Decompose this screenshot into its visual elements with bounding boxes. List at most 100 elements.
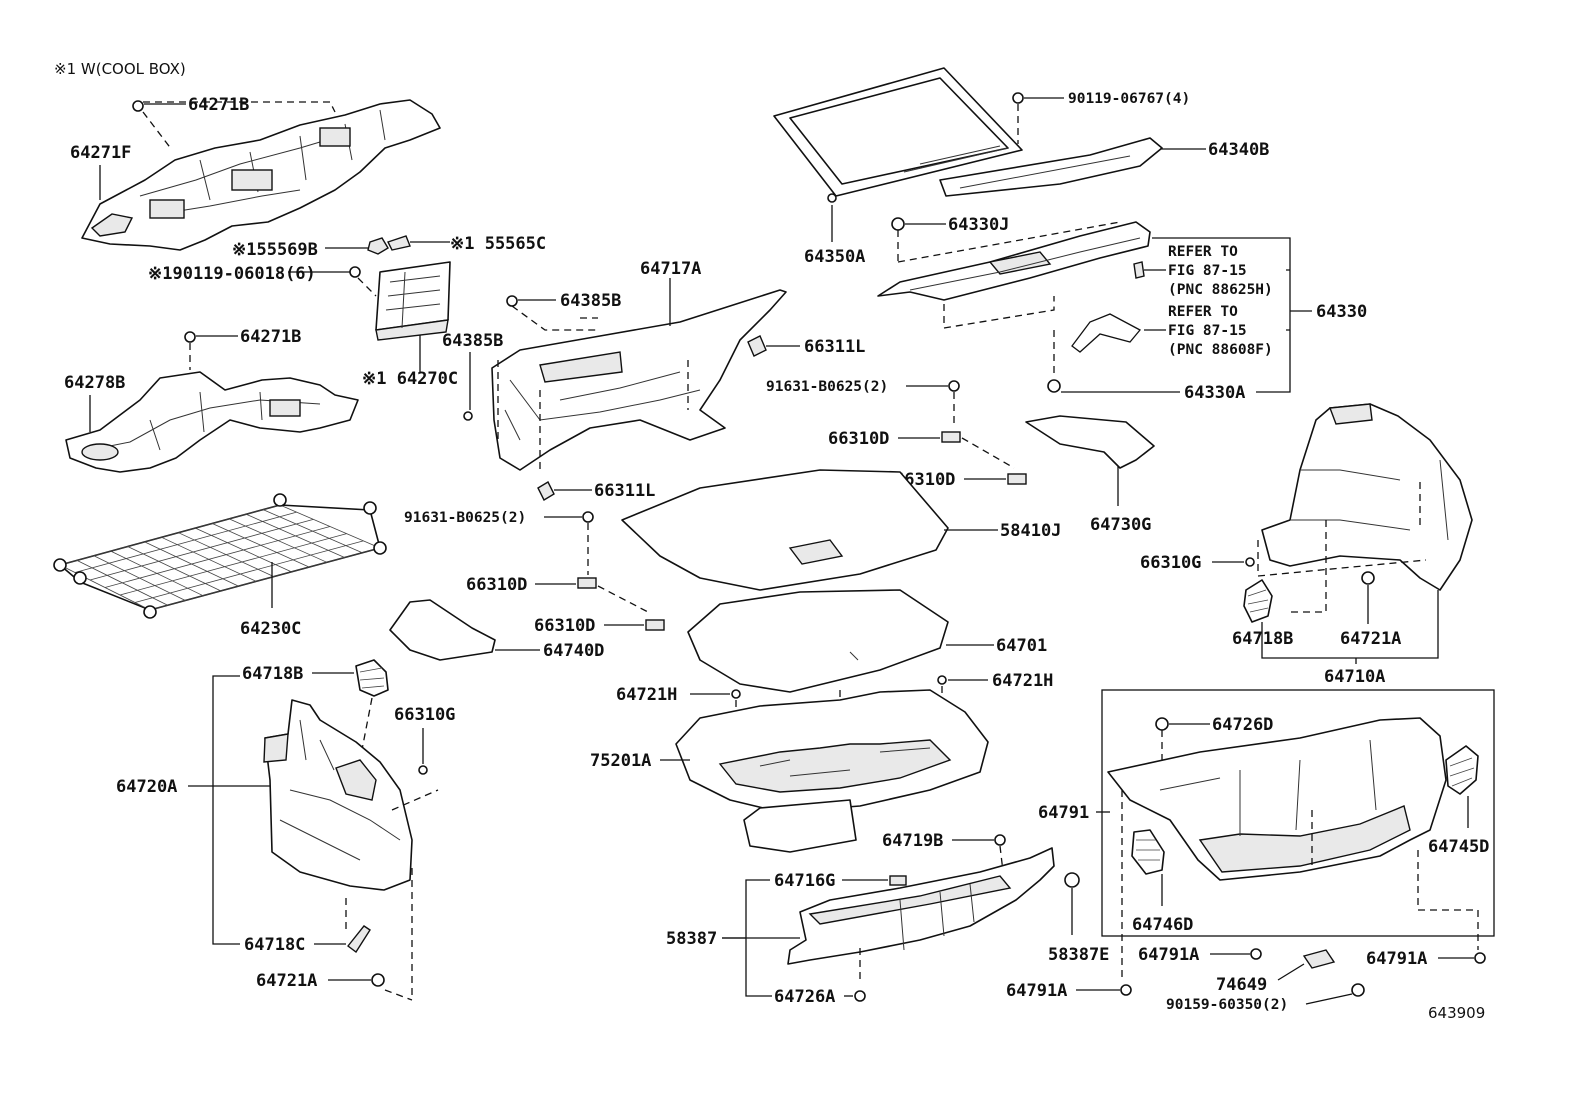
label-64701: 64701	[996, 636, 1047, 656]
label-90159-60350: 90159-60350(2)	[1166, 997, 1288, 1013]
label-66311L-b: 66311L	[594, 481, 655, 501]
label-64710A: 64710A	[1324, 667, 1385, 687]
clip-88625H	[1133, 261, 1145, 279]
clip-66310D-b	[1007, 473, 1027, 485]
refer2-line2: FIG 87-15	[1168, 323, 1247, 339]
tonneau-cover-64350A	[773, 67, 1023, 203]
insulator-64278B	[65, 371, 359, 473]
clip-64791A-a	[1250, 948, 1262, 960]
label-66311L-a: 66311L	[804, 337, 865, 357]
clip-55569B	[367, 237, 389, 255]
clip-64716G	[889, 875, 907, 886]
refer1-line2: FIG 87-15	[1168, 263, 1247, 279]
screw-90159-60350	[1351, 983, 1365, 997]
cool-box-64270C	[375, 261, 451, 341]
deck-board-58410J	[621, 469, 949, 591]
label-64271F: 64271F	[70, 143, 131, 163]
label-64718B-right: 64718B	[1232, 629, 1293, 649]
label-64746D: 64746D	[1132, 915, 1193, 935]
clip-66311L-b	[537, 481, 555, 501]
label-64726D: 64726D	[1212, 715, 1273, 735]
label-64791A-a: 64791A	[1138, 945, 1199, 965]
clip-64791A-c	[1120, 984, 1132, 996]
cover-64718C	[347, 925, 371, 954]
label-66310G-left: 66310G	[394, 705, 455, 725]
clip-64330A	[1047, 379, 1061, 393]
clip-64721A-left	[371, 973, 385, 987]
label-64791A-c: 64791A	[1006, 981, 1067, 1001]
label-74649: 74649	[1216, 975, 1267, 995]
clip-64726D	[1155, 717, 1169, 731]
label-58410J: 58410J	[1000, 521, 1061, 541]
label-64330: 64330	[1316, 302, 1367, 322]
label-64278B: 64278B	[64, 373, 125, 393]
label-64791A-b: 64791A	[1366, 949, 1427, 969]
label-64716G: 64716G	[774, 871, 835, 891]
cover-64718B-right	[1243, 579, 1273, 623]
cover-64746D	[1131, 829, 1165, 875]
label-91631-B0625-b: 91631-B0625(2)	[404, 510, 526, 526]
clip-64791A-b	[1474, 952, 1486, 964]
label-64791: 64791	[1038, 803, 1089, 823]
trim-64791	[1107, 717, 1447, 881]
label-90119-06767: 90119-06767(4)	[1068, 91, 1190, 107]
refer1-line1: REFER TO	[1168, 244, 1238, 260]
clip-64726A	[854, 990, 866, 1002]
label-64745D: 64745D	[1428, 837, 1489, 857]
screw-90119-06018	[349, 266, 361, 278]
label-64271B-mid: 64271B	[240, 327, 301, 347]
clip-64330J	[891, 217, 905, 231]
cover-64730G	[1025, 415, 1155, 469]
label-64720A: 64720A	[116, 777, 177, 797]
tray-75201A	[675, 689, 989, 853]
clip-66310D-c	[577, 577, 597, 589]
clip-64271B-top	[132, 100, 144, 112]
label-66310D-d: 66310D	[534, 616, 595, 636]
label-64385B-b: 64385B	[442, 331, 503, 351]
label-66310D-a: 66310D	[828, 429, 889, 449]
refer2-line3: (PNC 88608F)	[1168, 342, 1273, 358]
clip-58387E	[1064, 872, 1080, 888]
screw-91631-B0625-a	[948, 380, 960, 392]
label-75201A: 75201A	[590, 751, 651, 771]
label-58387: 58387	[666, 929, 717, 949]
clip-66310G-right	[1245, 557, 1255, 567]
label-64721A-right: 64721A	[1340, 629, 1401, 649]
label-64330J: 64330J	[948, 215, 1009, 235]
trim-64710A	[1261, 403, 1473, 591]
floor-mat-64701	[687, 589, 949, 693]
clip-64719B	[994, 834, 1006, 846]
clip-64271B-mid	[184, 331, 196, 343]
label-64718B-left: 64718B	[242, 664, 303, 684]
label-64740D: 64740D	[543, 641, 604, 661]
label-64271B-top: 64271B	[188, 95, 249, 115]
label-64340B: 64340B	[1208, 140, 1269, 160]
package-tray-64330J	[877, 221, 1151, 301]
label-64230C: 64230C	[240, 619, 301, 639]
figure-code: 643909	[1428, 1004, 1485, 1022]
label-64726A: 64726A	[774, 987, 835, 1007]
label-90119-06018: ※190119-06018(6)	[148, 264, 316, 284]
trim-64791-box	[1101, 689, 1495, 937]
trim-64717A	[491, 289, 787, 471]
label-91631-B0625-a: 91631-B0625(2)	[766, 379, 888, 395]
label-66310G-right: 66310G	[1140, 553, 1201, 573]
cover-64745D	[1445, 745, 1479, 795]
label-64718C: 64718C	[244, 935, 305, 955]
label-64385B-a: 64385B	[560, 291, 621, 311]
label-64721H-b: 64721H	[992, 671, 1053, 691]
cover-64718B-left	[355, 659, 389, 697]
clip-64385B-b	[463, 411, 473, 421]
clip-66310D-a	[941, 431, 961, 443]
clip-66310G-left	[418, 765, 428, 775]
clip-66310D-d	[645, 619, 665, 631]
label-64350A: 64350A	[804, 247, 865, 267]
screw-91631-B0625-b	[582, 511, 594, 523]
refer2-line1: REFER TO	[1168, 304, 1238, 320]
label-64330A: 64330A	[1184, 383, 1245, 403]
sill-trim-58387	[787, 847, 1055, 965]
harness-88608F	[1071, 313, 1142, 353]
cover-64740D	[389, 599, 496, 661]
label-64719B: 64719B	[882, 831, 943, 851]
screw-90119-06767	[1012, 92, 1024, 104]
